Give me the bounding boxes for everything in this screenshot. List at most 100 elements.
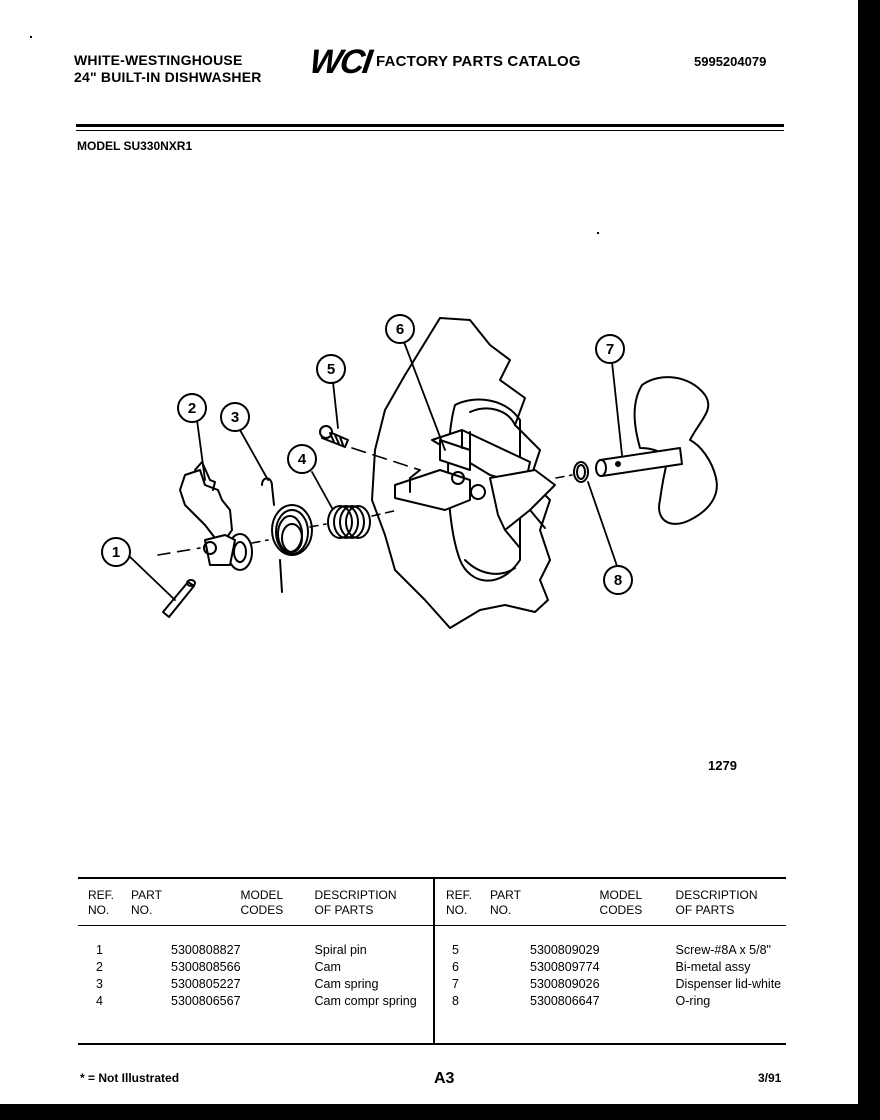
desc-header-2: OF PARTS xyxy=(675,903,735,917)
catalog-title: FACTORY PARTS CATALOG xyxy=(376,53,581,70)
ref-header-2: NO. xyxy=(446,903,468,917)
wci-logo: WCI xyxy=(307,43,373,81)
desc-header: DESCRIPTION xyxy=(675,888,758,902)
part-header: PART xyxy=(490,888,521,902)
header-rule-thick xyxy=(76,124,784,127)
callout-7: 7 xyxy=(595,334,625,364)
speck xyxy=(597,232,599,234)
callout-5: 5 xyxy=(316,354,346,384)
ref-no: 2 xyxy=(96,960,103,974)
callout-1: 1 xyxy=(101,537,131,567)
description: Dispenser lid-white xyxy=(675,977,782,991)
table-row: 8 5300806647 O-ring xyxy=(446,993,806,1010)
not-illustrated-note: * = Not Illustrated xyxy=(80,1071,180,1085)
part-no: 5300809026 xyxy=(530,977,600,991)
part-header: PART xyxy=(131,888,162,902)
ref-no: 3 xyxy=(96,977,103,991)
svg-text:6: 6 xyxy=(396,321,404,338)
part-header-2: NO. xyxy=(131,903,153,917)
table-top-rule xyxy=(78,877,786,879)
table-row: 2 5300808566 Cam xyxy=(88,959,445,976)
table-row: 1 5300808827 Spiral pin xyxy=(88,942,445,959)
ref-no: 4 xyxy=(96,994,103,1008)
codes-header: MODEL xyxy=(599,888,643,902)
codes-header-2: CODES xyxy=(240,903,284,917)
desc-header: DESCRIPTION xyxy=(314,888,397,902)
dispenser-recess xyxy=(447,398,521,582)
ref-no: 5 xyxy=(452,943,459,957)
table-header-rule xyxy=(78,925,786,926)
table-row: 5 5300809029 Screw-#8A x 5/8" xyxy=(446,942,806,959)
part-no: 5300809774 xyxy=(530,960,600,974)
description: Bi-metal assy xyxy=(675,960,751,974)
table-row: 3 5300805227 Cam spring xyxy=(88,976,445,993)
screw xyxy=(319,425,349,448)
svg-text:7: 7 xyxy=(606,341,614,358)
model-codes xyxy=(241,942,315,959)
callout-2: 2 xyxy=(177,393,207,423)
part-no: 5300808827 xyxy=(171,943,241,957)
spiral-pin xyxy=(162,579,196,618)
part-no: 5300806567 xyxy=(171,994,241,1008)
callout-8: 8 xyxy=(603,565,633,595)
o-ring xyxy=(573,461,589,483)
table-row: 6 5300809774 Bi-metal assy xyxy=(446,959,806,976)
dispenser-lid xyxy=(595,376,718,525)
product-name: 24" BUILT-IN DISHWASHER xyxy=(74,69,262,85)
callout-3: 3 xyxy=(220,402,250,432)
cam-compression-spring xyxy=(327,505,371,539)
figure-number: 1279 xyxy=(708,758,737,773)
table-row: 4 5300806567 Cam compr spring xyxy=(88,993,445,1010)
model-codes xyxy=(241,993,315,1010)
callout-6: 6 xyxy=(385,314,415,344)
model-codes xyxy=(600,976,676,993)
table-divider xyxy=(433,879,435,1044)
catalog-page: WHITE-WESTINGHOUSE 24" BUILT-IN DISHWASH… xyxy=(0,0,858,1104)
speck xyxy=(30,36,32,38)
callout-4: 4 xyxy=(287,444,317,474)
desc-header-2: OF PARTS xyxy=(314,903,374,917)
description: O-ring xyxy=(675,994,711,1008)
page-number: A3 xyxy=(434,1070,455,1087)
table-row: 7 5300809026 Dispenser lid-white xyxy=(446,976,806,993)
exploded-parts-diagram: 1 2 3 4 5 6 7 8 xyxy=(101,314,718,629)
model-codes xyxy=(600,993,676,1010)
ref-no: 6 xyxy=(452,960,459,974)
bimetal-assembly xyxy=(394,429,556,549)
ref-no: 1 xyxy=(96,943,103,957)
ref-no: 7 xyxy=(452,977,459,991)
ref-header-2: NO. xyxy=(88,903,110,917)
model-codes xyxy=(600,959,676,976)
model-codes xyxy=(241,959,315,976)
part-no: 5300809029 xyxy=(530,943,600,957)
description: Cam xyxy=(314,960,341,974)
codes-header: MODEL xyxy=(240,888,284,902)
svg-text:5: 5 xyxy=(327,361,335,378)
part-no: 5300805227 xyxy=(171,977,241,991)
brand-name: WHITE-WESTINGHOUSE xyxy=(74,52,243,68)
ref-header: REF. xyxy=(446,888,473,902)
brand-block: WHITE-WESTINGHOUSE 24" BUILT-IN DISHWASH… xyxy=(74,52,262,86)
publication-date: 3/91 xyxy=(758,1071,782,1085)
catalog-number: 5995204079 xyxy=(694,54,767,69)
codes-header-2: CODES xyxy=(599,903,643,917)
header-rule-thin xyxy=(76,130,784,131)
part-no: 5300808566 xyxy=(171,960,241,974)
description: Screw-#8A x 5/8" xyxy=(675,943,771,957)
part-header-2: NO. xyxy=(490,903,512,917)
cam xyxy=(179,461,253,571)
table-bottom-rule xyxy=(78,1043,786,1045)
part-no: 5300806647 xyxy=(530,994,600,1008)
svg-text:2: 2 xyxy=(188,400,196,417)
svg-text:4: 4 xyxy=(298,451,307,468)
model-number: MODEL SU330NXR1 xyxy=(77,139,193,153)
model-codes xyxy=(241,976,315,993)
svg-text:3: 3 xyxy=(231,409,239,426)
ref-header: REF. xyxy=(88,888,115,902)
description: Cam spring xyxy=(314,977,379,991)
svg-text:8: 8 xyxy=(614,572,622,589)
svg-text:1: 1 xyxy=(112,544,120,561)
